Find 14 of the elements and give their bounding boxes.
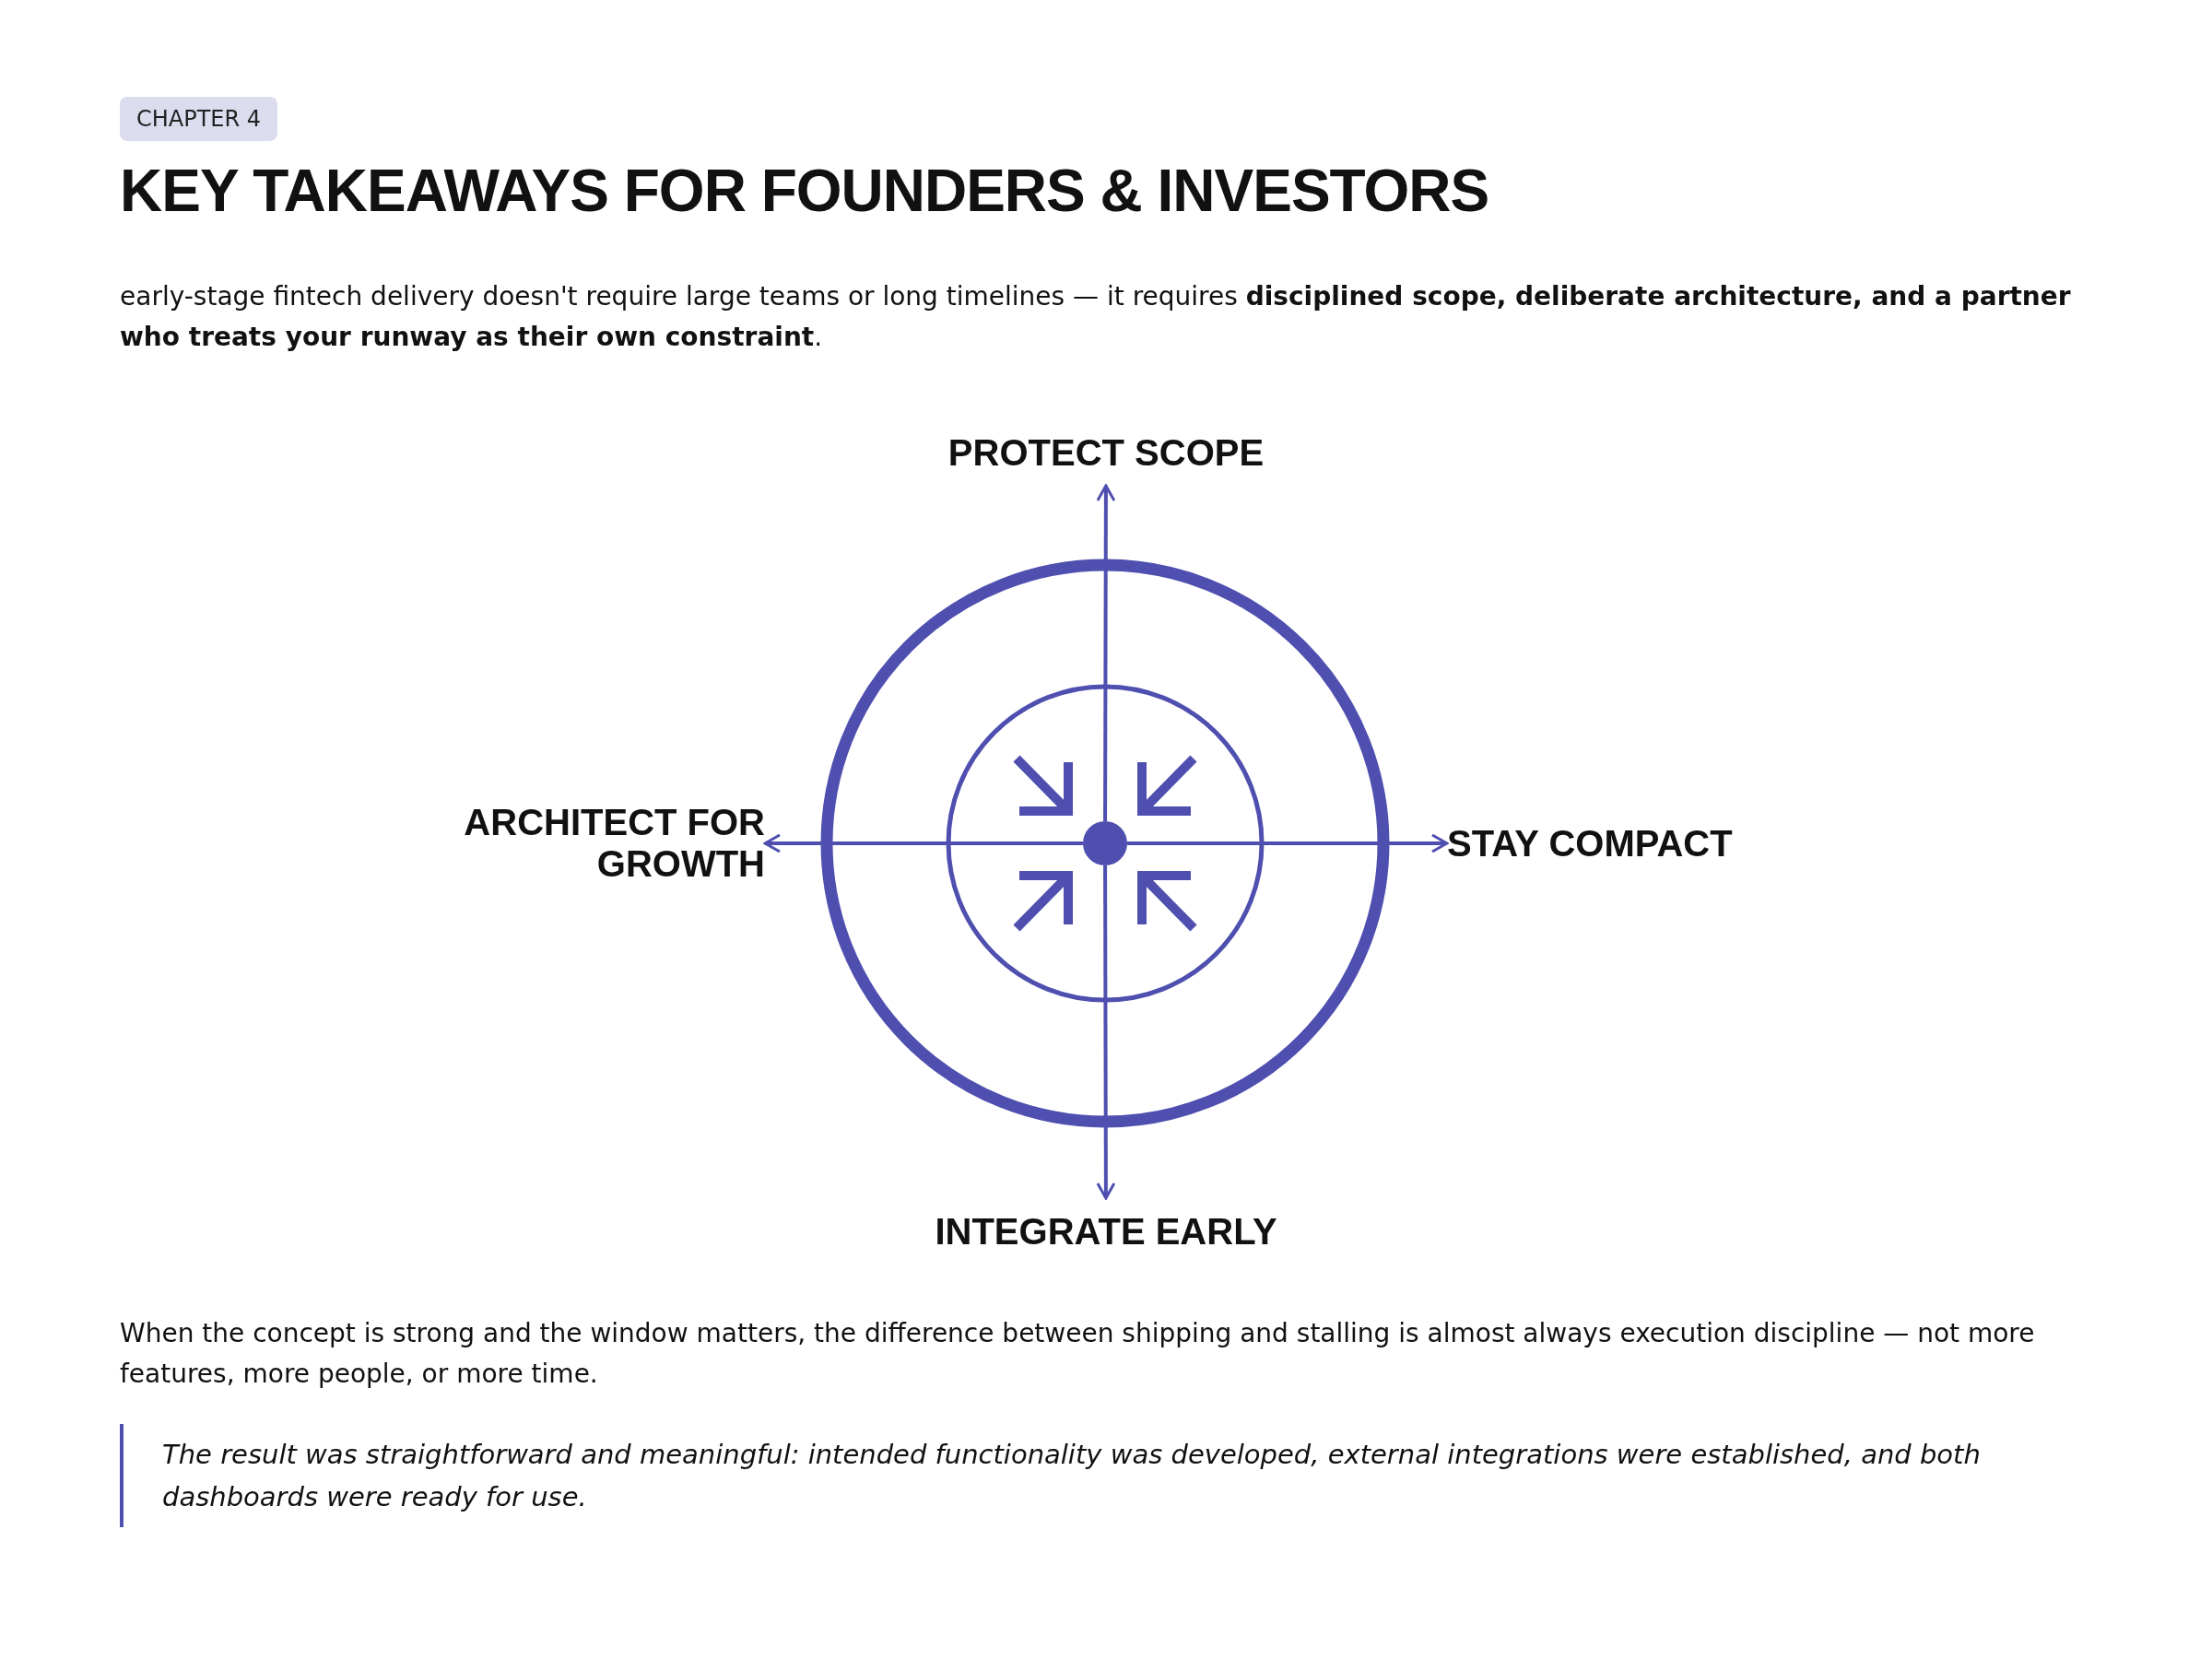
arrow	[1096, 484, 1116, 821]
arrow	[1096, 865, 1116, 1200]
axis-label: STAY COMPACT	[1447, 811, 1779, 876]
arrow	[1127, 833, 1449, 853]
quote-block: The result was straightforward and meaningful: intended functionality was developed, external integrations were established, and both dashboards were ready for use.	[120, 1424, 2116, 1527]
axis-label: INTEGRATE EARLY	[922, 1198, 1290, 1265]
center-dot	[1083, 821, 1127, 865]
axis-label: PROTECT SCOPE	[922, 419, 1290, 486]
chapter-badge: CHAPTER 4	[120, 97, 278, 141]
body-paragraph: When the concept is strong and the window matters, the difference between shipping and stalling is almost always execution discipline — not more features, more people, or more time.	[120, 1317, 2036, 1391]
arrow	[763, 833, 1083, 853]
page-title: KEY TAKEAWAYS FOR FOUNDERS & INVESTORS	[120, 157, 1489, 225]
intro-paragraph: early-stage fintech delivery doesn't require large teams or long timelines — it requires disciplined scope, deliberate architecture, and a partner who treats your runway as their own constraint.	[120, 280, 2072, 354]
axis-label: ARCHITECT FOR GROWTH	[452, 788, 765, 899]
